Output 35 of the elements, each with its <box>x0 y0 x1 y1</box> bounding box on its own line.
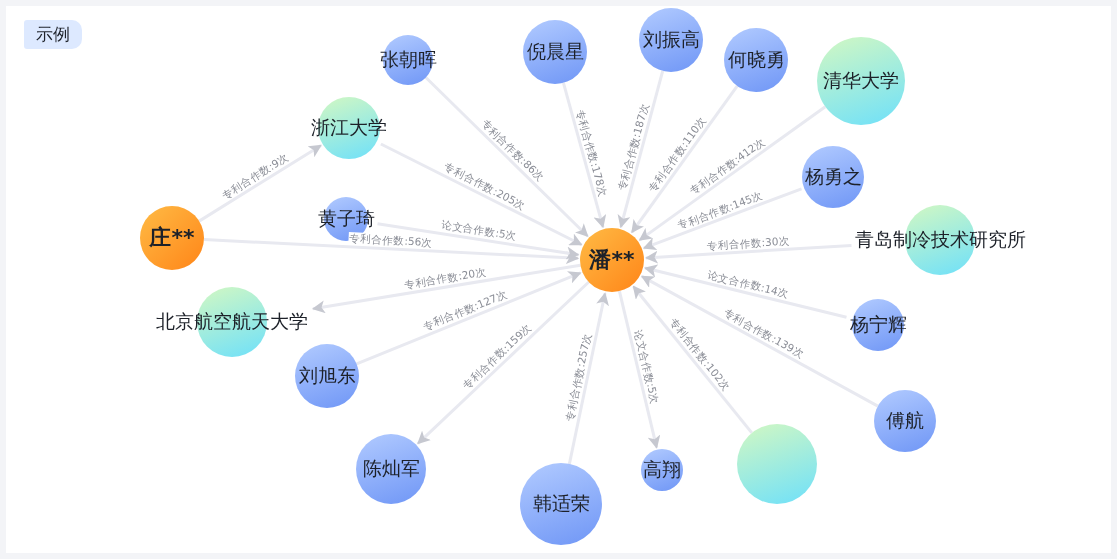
node-label: 高翔 <box>643 457 681 482</box>
arrow <box>424 76 589 238</box>
arrow <box>311 263 581 314</box>
arrow <box>644 264 847 319</box>
node-label: 潘** <box>589 246 635 274</box>
node-label: 北京航空航天大学 <box>156 309 308 334</box>
node-label: 杨勇之 <box>804 164 862 189</box>
arrow <box>562 82 607 229</box>
arrow <box>617 70 665 229</box>
arrow <box>638 105 827 242</box>
node-label: 倪晨星 <box>526 39 584 64</box>
node-label: 刘振高 <box>642 27 700 52</box>
node-label: 刘旭东 <box>298 363 356 388</box>
tag-label: 示例 <box>24 20 82 49</box>
arrow <box>416 280 590 445</box>
arrow <box>644 243 852 264</box>
arrow <box>567 292 609 465</box>
node-label: 黄子琦 <box>317 206 375 231</box>
arrow <box>642 187 803 250</box>
node-label: 韩适荣 <box>532 491 590 516</box>
arrow <box>356 271 582 366</box>
arrow <box>630 85 739 234</box>
arrow <box>380 142 583 247</box>
node-label: 清华大学 <box>823 68 899 93</box>
arrow <box>198 144 322 223</box>
node-label: 陈灿军 <box>362 456 420 481</box>
node-label: 浙江大学 <box>311 115 387 140</box>
arrow <box>640 275 879 408</box>
node-label: 庄** <box>149 224 195 252</box>
arrow <box>632 285 753 434</box>
node-label: 何晓勇 <box>727 47 785 72</box>
arrow <box>203 238 580 265</box>
node-label: 傅航 <box>886 408 924 433</box>
node-label: 青岛制冷技术研究所 <box>854 227 1026 252</box>
arrow <box>617 290 661 449</box>
